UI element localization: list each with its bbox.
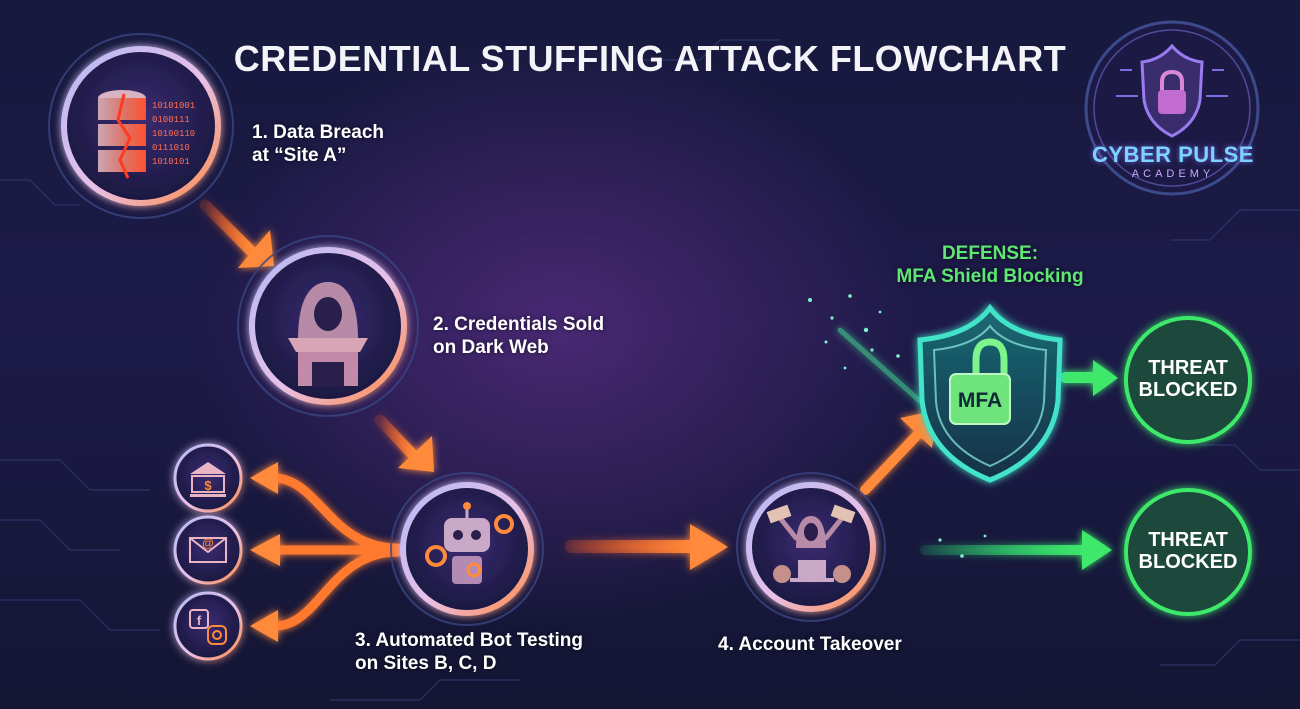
node-bot-testing xyxy=(390,472,544,626)
shield-lock-circuit-icon xyxy=(1116,43,1228,138)
arrow-stream-to-blocked-2 xyxy=(920,530,1112,570)
step1-label-line1: 1. Data Breach xyxy=(252,122,385,143)
threat-blocked-2-line2: BLOCKED xyxy=(1138,551,1238,573)
svg-text:10100110: 10100110 xyxy=(152,129,195,139)
brand-subtitle: ACADEMY xyxy=(1131,168,1215,180)
social-glyph: f xyxy=(197,613,202,628)
arrow-step3-to-step4 xyxy=(565,524,728,570)
arrow-step1-to-step2 xyxy=(199,199,274,268)
bank-icon: $ xyxy=(190,462,226,497)
database-breach-icon: 10101001 0100111 10100110 0111010 101010… xyxy=(98,90,195,179)
step2-label-line2: on Dark Web xyxy=(433,337,549,358)
target-site-bank: $ xyxy=(173,443,243,513)
page-title: CREDENTIAL STUFFING ATTACK FLOWCHART xyxy=(233,38,1067,79)
step1-label-line2: at “Site A” xyxy=(252,145,347,166)
threat-blocked-1-line2: BLOCKED xyxy=(1138,379,1238,401)
target-site-social: f xyxy=(173,591,243,661)
robot-gears-icon xyxy=(425,502,514,584)
email-glyph: @ xyxy=(202,536,214,550)
threat-blocked-1-line1: THREAT xyxy=(1148,357,1228,379)
threat-blocked-badge-1 xyxy=(1124,316,1252,444)
target-site-email: @ xyxy=(173,515,243,585)
brand-logo xyxy=(1084,20,1260,196)
svg-text:10101001: 10101001 xyxy=(152,101,195,111)
brand-name: CYBER PULSE xyxy=(1092,142,1254,167)
arrow-shield-to-blocked-1 xyxy=(1060,360,1118,396)
hacker-money-icon xyxy=(766,504,856,583)
mfa-shield-text: MFA xyxy=(957,389,1003,412)
social-media-icon: f xyxy=(189,609,227,645)
node-dark-web xyxy=(237,235,419,417)
arrow-step2-to-step3 xyxy=(374,414,434,472)
node-data-breach: 10101001 0100111 10100110 0111010 101010… xyxy=(48,33,234,219)
mfa-shield xyxy=(917,303,1063,483)
node-account-takeover xyxy=(736,472,886,622)
step4-label: 4. Account Takeover xyxy=(718,633,902,656)
green-light-beam xyxy=(837,327,933,413)
step2-label-line1: 2. Credentials Sold xyxy=(433,314,605,335)
svg-text:0100111: 0100111 xyxy=(152,115,190,125)
step2-label: 2. Credentials Sold on Dark Web xyxy=(433,313,604,359)
step1-label: 1. Data Breach at “Site A” xyxy=(252,121,384,167)
step3-label: 3. Automated Bot Testing on Sites B, C, … xyxy=(355,629,583,675)
defense-label: DEFENSE: MFA Shield Blocking xyxy=(880,242,1100,288)
svg-text:1010101: 1010101 xyxy=(152,157,190,167)
threat-blocked-badge-2 xyxy=(1124,488,1252,616)
step3-label-line1: 3. Automated Bot Testing xyxy=(355,630,583,651)
circuit-background xyxy=(0,39,1300,701)
step4-label-line1: 4. Account Takeover xyxy=(718,634,902,655)
defense-label-line2: MFA Shield Blocking xyxy=(896,266,1084,287)
threat-blocked-text-1: THREAT BLOCKED xyxy=(1130,357,1246,401)
threat-blocked-text-2: THREAT BLOCKED xyxy=(1130,529,1246,573)
svg-text:0111010: 0111010 xyxy=(152,143,190,153)
email-icon: @ xyxy=(189,536,227,563)
hooded-hacker-shop-icon xyxy=(288,282,368,386)
padlock-icon xyxy=(949,338,1011,425)
defense-label-line1: DEFENSE: xyxy=(941,243,1039,264)
step3-label-line2: on Sites B, C, D xyxy=(355,653,497,674)
threat-blocked-2-line1: THREAT xyxy=(1148,529,1228,551)
arrows-bot-to-sites xyxy=(250,462,403,642)
green-spark-particles xyxy=(808,294,987,558)
bank-glyph: $ xyxy=(204,478,212,493)
